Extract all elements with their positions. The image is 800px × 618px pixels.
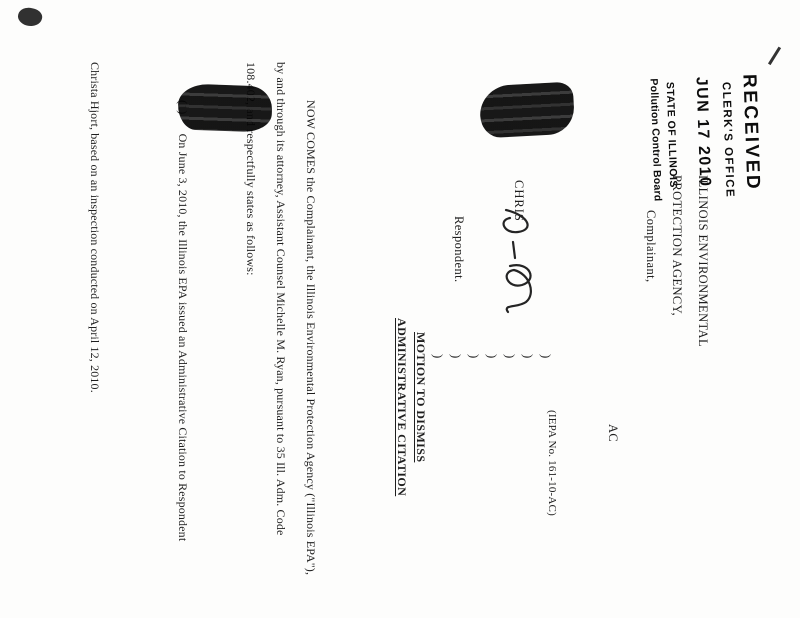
scan-scratch-artifact: [768, 46, 782, 66]
body-paragraph-line1: NOW COMES the Complainant, the Illinois …: [304, 100, 318, 576]
document-title-line2: ADMINISTRATIVE CITATION: [395, 318, 409, 497]
numbered-item-1-continuation: Christa Hjort, based on an inspection co…: [88, 62, 102, 393]
caption-respondent-role: Respondent.: [452, 216, 466, 283]
caption-paren: ): [485, 354, 500, 359]
handwritten-squiggle: [502, 208, 532, 314]
item-1-text: On June 3, 2010, the Illinois EPA issued…: [176, 133, 190, 542]
document-title-line1: MOTION TO DISMISS: [414, 332, 428, 463]
caption-paren: ): [431, 354, 446, 359]
caption-agency-line2: PROTECTION AGENCY,: [670, 175, 684, 317]
numbered-item-1: (1) On June 3, 2010, the Illinois EPA is…: [175, 100, 190, 541]
scan-corner-artifact: [16, 5, 44, 29]
ink-smudge-top: [478, 81, 576, 139]
stamp-date: JUN 17 2010: [692, 76, 714, 188]
stamp-board-label: Pollution Control Board: [647, 78, 664, 202]
caption-paren: ): [449, 354, 464, 359]
stamp-received-label: RECEIVED: [738, 73, 764, 192]
body-paragraph-line2: by and through its attorney, Assistant C…: [274, 62, 288, 536]
caption-paren: ): [539, 354, 554, 359]
caption-paren: ): [467, 354, 482, 359]
stamp-state-label: STATE OF ILLINOIS: [663, 81, 680, 189]
ink-smudge-bottom: [177, 83, 273, 133]
caption-paren: ): [521, 354, 536, 359]
caption-complainant-role: Complainant,: [644, 210, 658, 283]
docket-type: AC: [606, 424, 620, 443]
caption-agency-line1: ILLINOIS ENVIRONMENTAL: [696, 175, 710, 348]
stamp-clerks-office-label: CLERK'S OFFICE: [719, 81, 736, 199]
iepa-number: (IEPA No. 161-10-AC): [546, 410, 558, 516]
caption-paren: ): [503, 354, 518, 359]
